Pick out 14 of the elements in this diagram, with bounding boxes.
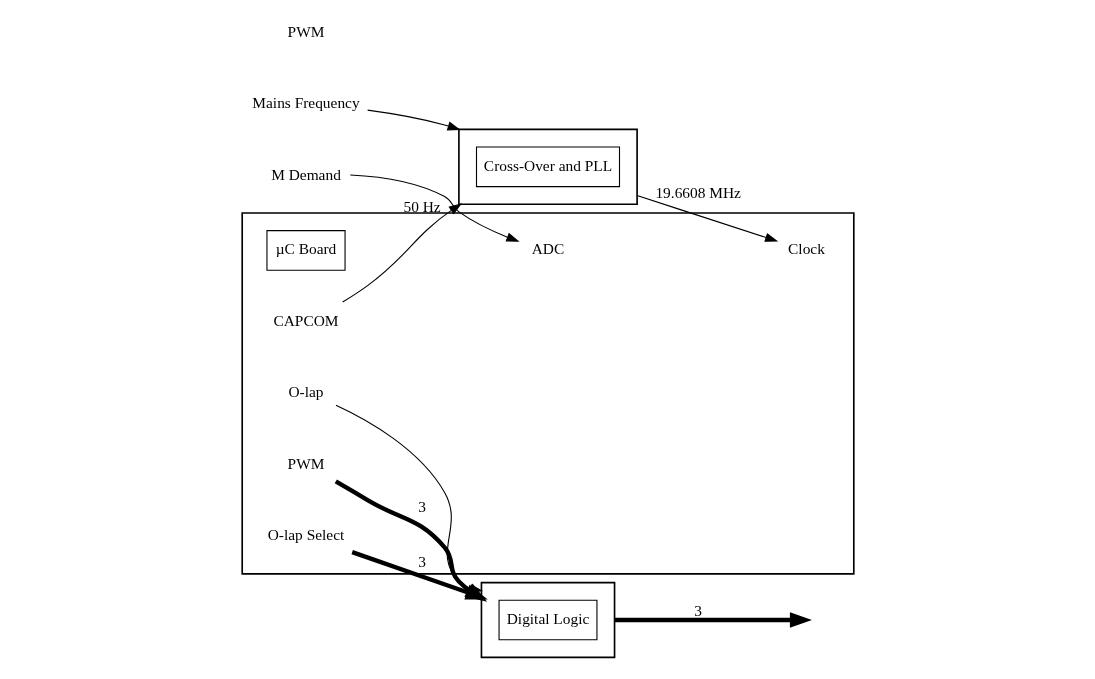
node-text: PWM xyxy=(287,454,324,472)
node-text: ADC xyxy=(531,240,564,258)
node-text: Clock xyxy=(787,240,825,258)
edge-label: 3 xyxy=(417,498,426,516)
edge-label: 3 xyxy=(417,553,426,571)
node-text: O-lap xyxy=(287,383,324,401)
edge-label: 3 xyxy=(693,601,702,619)
node-text: Mains Frequency xyxy=(251,94,360,112)
node-text: M Demand xyxy=(270,165,341,183)
node-text: CAPCOM xyxy=(272,311,339,329)
edge-label: 19.6608 MHz xyxy=(654,183,741,201)
label: PWM xyxy=(287,22,324,40)
edge-label: 50 Hz xyxy=(402,198,441,216)
node-text: O-lap Select xyxy=(267,526,344,544)
